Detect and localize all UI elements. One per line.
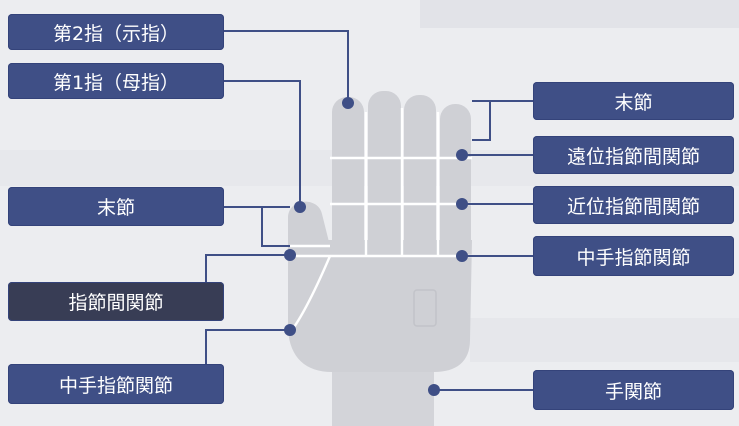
leader-left-mcp [205,329,290,366]
leader-finger2 [224,30,349,103]
point-finger2-tip [342,97,354,109]
point-dip [456,149,468,161]
thumb-crease [291,255,332,331]
point-thumb-tip [294,201,306,213]
label-right-mcp: 中手指節関節 [533,236,734,276]
point-thumb-mcp [284,324,296,336]
finger-middle [368,91,401,267]
point-mcp [456,250,468,262]
leader-left-distal [224,206,290,247]
point-pip [456,198,468,210]
label-finger1: 第1指（母指） [8,63,224,99]
label-left-mcp: 中手指節関節 [8,364,224,404]
label-right-distal: 末節 [533,82,734,120]
label-dip-joint: 遠位指節間関節 [533,136,734,174]
label-ip-joint: 指節間関節 [8,282,224,321]
leader-ip-joint [205,254,290,284]
point-wrist [428,384,440,396]
joint-lines [288,108,472,331]
leader-lines [205,30,533,391]
palm-mark [413,289,437,327]
finger-index [332,97,364,267]
finger-ring [404,95,436,267]
label-pip-joint: 近位指節間関節 [533,186,734,224]
point-thumb-ip [284,249,296,261]
callout-points [284,97,468,396]
leader-finger1 [224,80,301,207]
leader-right-distal [472,100,533,141]
label-left-distal: 末節 [8,187,224,226]
label-finger2: 第2指（示指） [8,14,224,50]
background-band-top [420,0,739,28]
background-band-bottom [470,318,739,362]
finger-little [440,104,471,267]
label-wrist: 手関節 [533,370,734,410]
palm [288,240,472,372]
